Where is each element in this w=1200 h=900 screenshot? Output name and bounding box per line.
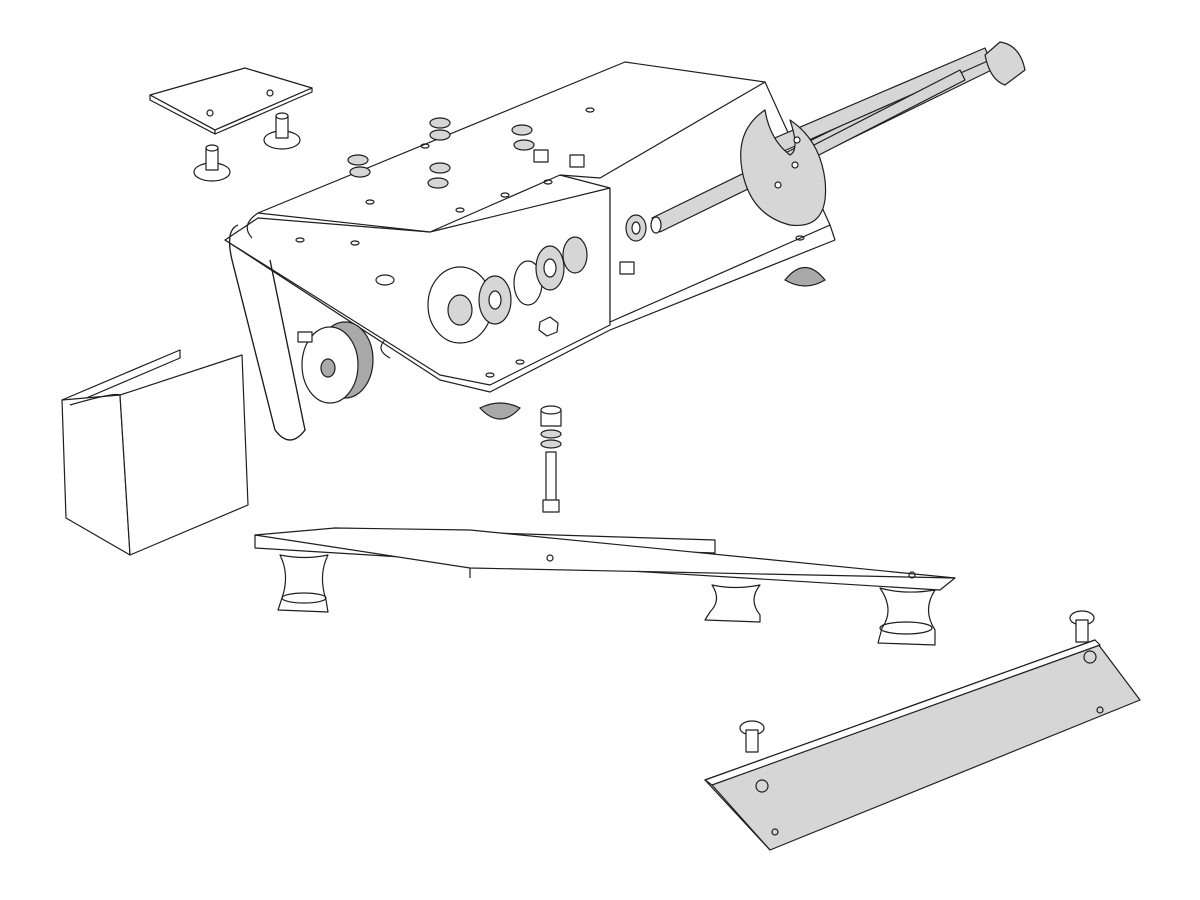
cover-panel: [61, 349, 249, 556]
screw: [263, 112, 301, 150]
small-mounting-plate: [149, 67, 313, 135]
pulley: [297, 321, 391, 404]
rubber-dome: [784, 266, 826, 287]
rubber-foot: [877, 587, 936, 646]
shaft-assembly: [650, 41, 1026, 234]
rubber-dome: [479, 402, 521, 420]
rubber-foot: [277, 554, 329, 613]
angle-bracket: [704, 639, 1141, 851]
bearings: [427, 214, 647, 344]
screw: [739, 720, 765, 753]
base-plate: [254, 527, 956, 591]
screw: [1069, 610, 1095, 643]
rubber-foot: [704, 584, 761, 623]
bolt-stack: [540, 405, 562, 513]
screw: [193, 144, 231, 182]
washers: [347, 117, 585, 189]
